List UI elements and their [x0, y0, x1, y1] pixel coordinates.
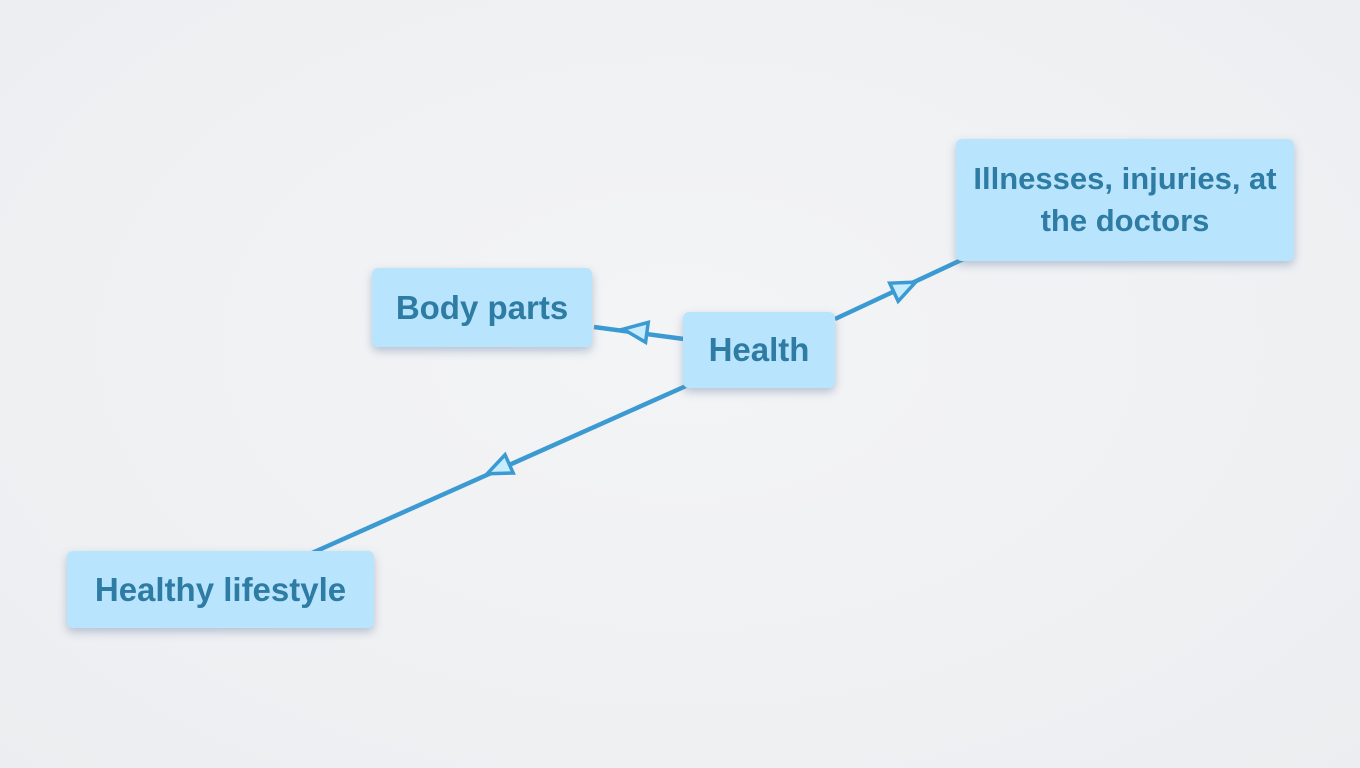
edge-health-healthy-lifestyle [311, 383, 687, 556]
node-label: Health [708, 331, 810, 368]
node-health[interactable]: Health [683, 312, 835, 388]
node-label: Body parts [395, 288, 569, 326]
node-body-parts[interactable]: Body parts [372, 268, 592, 347]
node-label: Healthy lifestyle [94, 570, 347, 608]
node-illnesses[interactable]: Illnesses, injuries, at the doctors [956, 139, 1294, 261]
edge-health-body-parts [593, 320, 685, 346]
arrowhead-icon [618, 320, 651, 346]
arrowhead-icon [483, 451, 516, 476]
node-label: Illnesses, injuries, at the doctors [973, 161, 1277, 238]
node-healthy-lifestyle[interactable]: Healthy lifestyle [67, 551, 374, 628]
arrowhead-icon [887, 280, 920, 305]
edge-health-illnesses [834, 252, 973, 322]
